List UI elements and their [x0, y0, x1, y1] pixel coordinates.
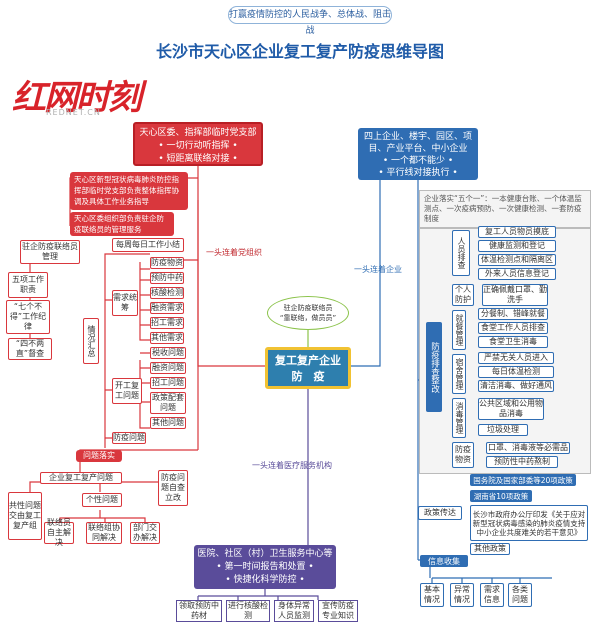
common-problem-box: 共性问题交由复工复产组 [8, 492, 42, 540]
medical-item: 领取预防中药材 [176, 600, 222, 622]
red-head-line: • 一切行动听指挥 • [158, 141, 238, 151]
group-item: 外来人员信息登记 [478, 268, 556, 280]
group-supplies: 防疫物资 [452, 442, 474, 468]
red-connector-label: 一头连着党组织 [206, 248, 262, 257]
blue-headline-box: 四上企业、楼宇、园区、项目、产业平台、中小企业 • 一个都不能少 • • 平行线… [358, 128, 478, 180]
problem-item: 税收问题 [150, 347, 186, 359]
group-item: 公共区域和公用物品消毒 [478, 398, 544, 420]
solve-item: 联络组协同解决 [86, 522, 122, 544]
five-ones-note: 企业落实“五个一”：一本健康台账、一个体温监测点、一次疫病预防、一次健康检测、一… [419, 190, 591, 228]
solve-item: 联络员自主解决 [44, 518, 74, 547]
blue-connector-label: 一头连着企业 [354, 265, 402, 274]
red-head-line: • 短距离联络对接 • [158, 154, 238, 164]
purple-connector-label: 一头连着医疗服务机构 [252, 461, 332, 470]
policy-box: 政策传达 [418, 506, 462, 520]
blue-head-line: 四上企业、楼宇、园区、项目、产业平台、中小企业 [363, 132, 472, 154]
center-line: 复工复产企业 [275, 354, 341, 367]
center-node: 复工复产企业 防 疫 [265, 347, 351, 389]
group-item: 健康监测和登记 [478, 240, 556, 252]
group-item: 正确佩戴口罩、勤洗手 [482, 284, 548, 306]
left-item-discipline: “七个不得”工作纪律 [6, 300, 50, 334]
group-item: 分餐制、错峰就餐 [478, 308, 548, 320]
policy-item: 国务院及国家部委等20项政策 [470, 474, 576, 486]
personal-problem-box: 个性问题 [82, 493, 122, 507]
info-item: 基本情况 [420, 583, 444, 607]
group-item: 严禁无关人员进入 [478, 352, 554, 364]
page-title: 长沙市天心区企业复工复产防疫思维导图 [155, 42, 444, 61]
need-item: 融资需求 [150, 302, 184, 314]
bubble-line: 驻企防疫联络员 [283, 304, 333, 312]
group-item: 预防性中药熬制 [486, 456, 558, 468]
needs-box: 需求统筹 [112, 290, 138, 316]
need-item: 预防中药 [150, 272, 184, 284]
bubble-line: “靠联络，做员员” [279, 314, 337, 322]
need-item: 其他需求 [150, 332, 184, 344]
problems-box: 开工复工问题 [112, 378, 142, 404]
blue-head-line: • 一个都不能少 • [382, 156, 454, 166]
policy-item: 湖南省10项政策 [470, 490, 532, 502]
policy-item: 其他政策 [470, 543, 510, 555]
problem-item: 招工问题 [150, 377, 186, 389]
info-item: 异常情况 [450, 583, 474, 607]
group-item: 垃圾处理 [478, 424, 528, 436]
problem-item: 融资问题 [150, 362, 186, 374]
situation-summary-box: 情况汇总 [83, 318, 99, 364]
weekly-summary-box: 每周每日工作小结 [112, 238, 184, 252]
left-item-inspection: “四不两直”督查 [8, 338, 52, 360]
policy-item: 长沙市政府办公厅印发《关于应对新型冠状病毒感染的肺炎疫情支持中小企业共度难关的若… [470, 505, 588, 541]
group-item: 食堂工作人员排查 [478, 322, 548, 334]
inspection-main-box: 防疫排查整改 [426, 322, 442, 412]
group-item: 每日体温检测 [478, 366, 554, 378]
info-collect-box: 信息收集 [420, 555, 468, 567]
info-item: 需求信息 [480, 583, 504, 607]
org-dept-box: 天心区委组织部负责驻企防疫联络员的管理服务 [70, 212, 174, 236]
group-protection: 个人防护 [452, 284, 474, 306]
left-item-duties: 五项工作职责 [8, 272, 48, 298]
group-item: 食堂卫生消毒 [478, 336, 548, 348]
group-item: 体温检测点和隔离区 [478, 254, 556, 266]
epidemic-problems-box: 防疫问题 [112, 432, 146, 444]
problem-item: 政策配套问题 [150, 392, 186, 414]
info-item: 各类问题 [508, 583, 532, 607]
group-personnel: 人员排查 [452, 230, 470, 276]
medical-item: 身体异常人员监测 [274, 600, 314, 622]
solve-bar: 问题落实 [76, 450, 122, 462]
group-item: 清洁消毒、做好通风 [478, 380, 554, 392]
group-dining: 就餐管理 [452, 310, 466, 350]
purple-head-line: • 快捷化科学防控 • [225, 575, 305, 585]
purple-headline-box: 医院、社区（村）卫生服务中心等 • 第一时间报告和处置 • • 快捷化科学防控 … [194, 545, 336, 589]
medical-item: 进行核酸检测 [226, 600, 270, 622]
liaison-bubble: 驻企防疫联络员 “靠联络，做员员” [267, 296, 349, 330]
red-headline-box: 天心区委、指挥部临时党支部 • 一切行动听指挥 • • 短距离联络对接 • [133, 122, 263, 166]
command-box: 天心区新型冠状病毒肺炎防控指挥部临时党支部负责整体指挥协调及具体工作业务指导 [70, 172, 188, 210]
purple-head-line: 医院、社区（村）卫生服务中心等 [197, 549, 333, 559]
medical-item: 宣传防疫专业知识 [318, 600, 358, 622]
need-item: 防疫物资 [150, 257, 184, 269]
group-dorm: 宿舍管理 [452, 354, 466, 394]
slogan-badge: 打赢疫情防控的人民战争、总体战、阻击战 [228, 6, 392, 36]
need-item: 招工需求 [150, 317, 184, 329]
center-line: 防 疫 [291, 370, 325, 383]
group-item: 复工人员物员摸底 [478, 226, 556, 238]
blue-head-line: • 平行线对接执行 • [378, 168, 458, 178]
enterprise-problem-box: 企业复工复产问题 [40, 472, 122, 484]
group-disinfection: 消毒管理 [452, 398, 466, 438]
solve-item: 部门交办解决 [130, 522, 160, 544]
problem-item: 其他问题 [150, 417, 186, 429]
liaison-mgmt-box: 驻企防疫联络员管理 [20, 240, 80, 264]
need-item: 核酸检测 [150, 287, 184, 299]
group-item: 口罩、消毒液等必需品 [486, 442, 570, 454]
logo: 红网时刻 [12, 78, 142, 118]
self-check-box: 防疫问题自查立改 [158, 470, 188, 506]
red-head-line: 天心区委、指挥部临时党支部 [139, 128, 257, 138]
logo-subtitle: REDNET.CN [46, 108, 101, 117]
purple-head-line: • 第一时间报告和处置 • [216, 562, 314, 572]
